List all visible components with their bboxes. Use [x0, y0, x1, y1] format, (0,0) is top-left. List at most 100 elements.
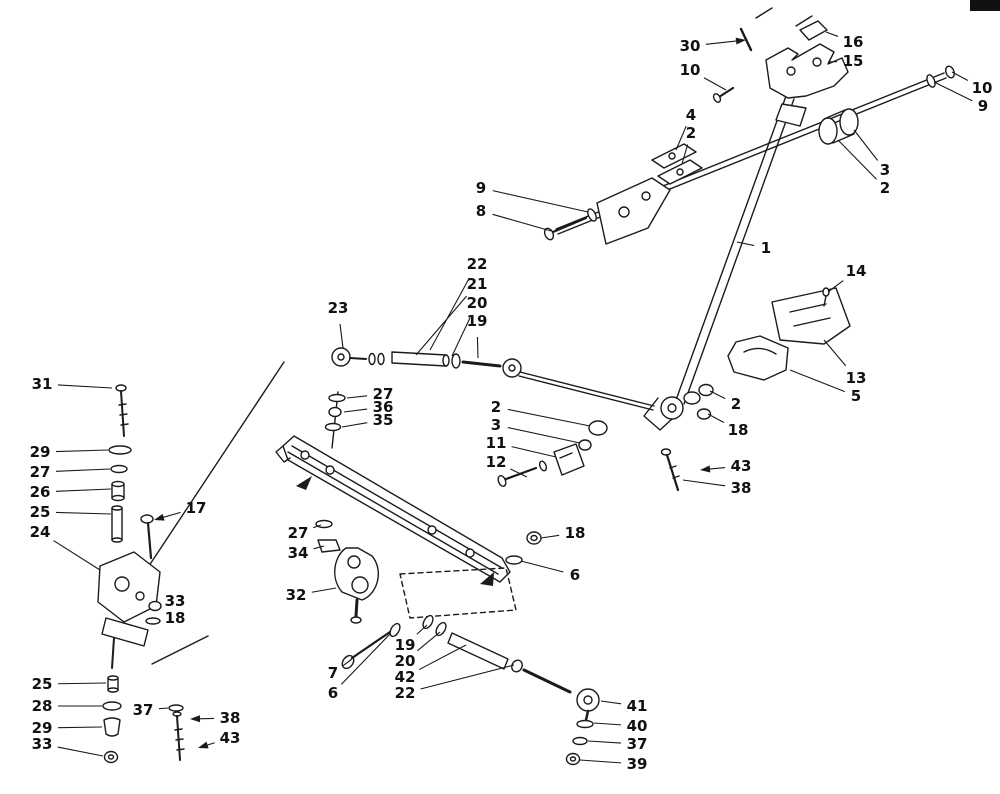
leader-line [341, 422, 368, 428]
leader-line [342, 658, 353, 667]
leader-line [158, 707, 169, 710]
callout-33: 33 [32, 735, 53, 753]
callout-25: 25 [32, 675, 53, 693]
callout-23: 23 [328, 299, 349, 317]
callout-29: 29 [32, 719, 53, 737]
bracket-13 [771, 287, 851, 345]
clamp-blocks [651, 143, 703, 185]
clip-16 [799, 20, 828, 41]
leader-line [579, 759, 622, 764]
center-tie-rod [331, 347, 655, 411]
steering-post [675, 95, 807, 405]
callout-15: 15 [843, 52, 864, 70]
callout-42: 42 [395, 668, 416, 686]
leader-line [492, 213, 552, 232]
leader-arrowhead [198, 741, 209, 749]
callout-2: 2 [686, 124, 696, 142]
post-pivot-cluster [643, 383, 714, 431]
callout-2: 2 [491, 398, 501, 416]
dashed-reference-outline [399, 567, 517, 619]
callout-21: 21 [467, 275, 488, 293]
left-lower-stack [102, 675, 122, 764]
reference-line [151, 635, 209, 665]
callout-38: 38 [731, 479, 752, 497]
leader-line [55, 511, 112, 515]
leader-line [951, 71, 969, 81]
bushing-right [818, 108, 859, 145]
bolt-14 [822, 287, 830, 307]
page-corner-tab [970, 0, 1000, 11]
leader-line [681, 144, 689, 165]
callout-5: 5 [851, 387, 861, 405]
leader-line [55, 488, 112, 492]
callout-19: 19 [395, 636, 416, 654]
callout-18: 18 [728, 421, 749, 439]
cotter-pin-30 [739, 7, 813, 52]
leader-line [340, 633, 391, 685]
leader-line [510, 468, 528, 478]
callout-32: 32 [286, 586, 307, 604]
leader-line [707, 467, 726, 470]
reference-line [132, 361, 285, 591]
leader-line [418, 644, 467, 671]
leader-line [520, 560, 564, 573]
callout-4: 4 [686, 106, 696, 124]
callout-35: 35 [373, 411, 394, 429]
callout-43: 43 [220, 729, 241, 747]
callout-6: 6 [328, 684, 338, 702]
leader-line [492, 190, 589, 213]
bolt-17 [140, 514, 154, 560]
leader-line [703, 77, 727, 91]
callout-33: 33 [165, 592, 186, 610]
part-drawings [97, 7, 956, 766]
nuts-33-18-left [145, 600, 162, 625]
nut-18-washer-6 [505, 531, 542, 565]
callout-36: 36 [373, 398, 394, 416]
leader-line [416, 631, 441, 652]
leader-line [933, 81, 973, 102]
callout-22: 22 [467, 255, 488, 273]
leader-line [837, 139, 877, 180]
leader-arrowhead [735, 37, 746, 45]
leader-line [420, 664, 515, 690]
callout-10: 10 [680, 61, 701, 79]
leader-line [161, 511, 181, 519]
callout-31: 31 [32, 375, 53, 393]
callout-25: 25 [30, 503, 51, 521]
callout-29: 29 [30, 443, 51, 461]
callout-18: 18 [165, 609, 186, 627]
callout-20: 20 [467, 294, 488, 312]
leader-line [507, 426, 581, 444]
leader-line [789, 369, 846, 393]
callout-2: 2 [731, 395, 741, 413]
leader-line [853, 129, 879, 161]
callout-1: 1 [761, 239, 771, 257]
callout-27: 27 [373, 385, 394, 403]
leader-line [339, 323, 344, 349]
leader-line [415, 295, 467, 356]
leader-line [57, 746, 104, 757]
leader-line [593, 722, 622, 726]
bracket-24 [97, 551, 161, 669]
leader-line [682, 479, 726, 487]
callout-39: 39 [627, 755, 648, 773]
callout-14: 14 [846, 262, 867, 280]
callout-12: 12 [486, 453, 507, 471]
leader-line [587, 740, 622, 744]
callout-18: 18 [565, 524, 586, 542]
callout-6: 6 [570, 566, 580, 584]
callout-37: 37 [133, 701, 154, 719]
callout-3: 3 [491, 416, 501, 434]
callout-27: 27 [30, 463, 51, 481]
leader-line [57, 682, 107, 685]
leader-line [53, 540, 101, 571]
callout-20: 20 [395, 652, 416, 670]
callout-3: 3 [880, 161, 890, 179]
bolt-38-right [660, 448, 680, 492]
bottom-tie-rod-group [341, 614, 600, 766]
callout-43: 43 [731, 457, 752, 475]
leader-line [476, 336, 479, 359]
leader-line [55, 449, 109, 453]
